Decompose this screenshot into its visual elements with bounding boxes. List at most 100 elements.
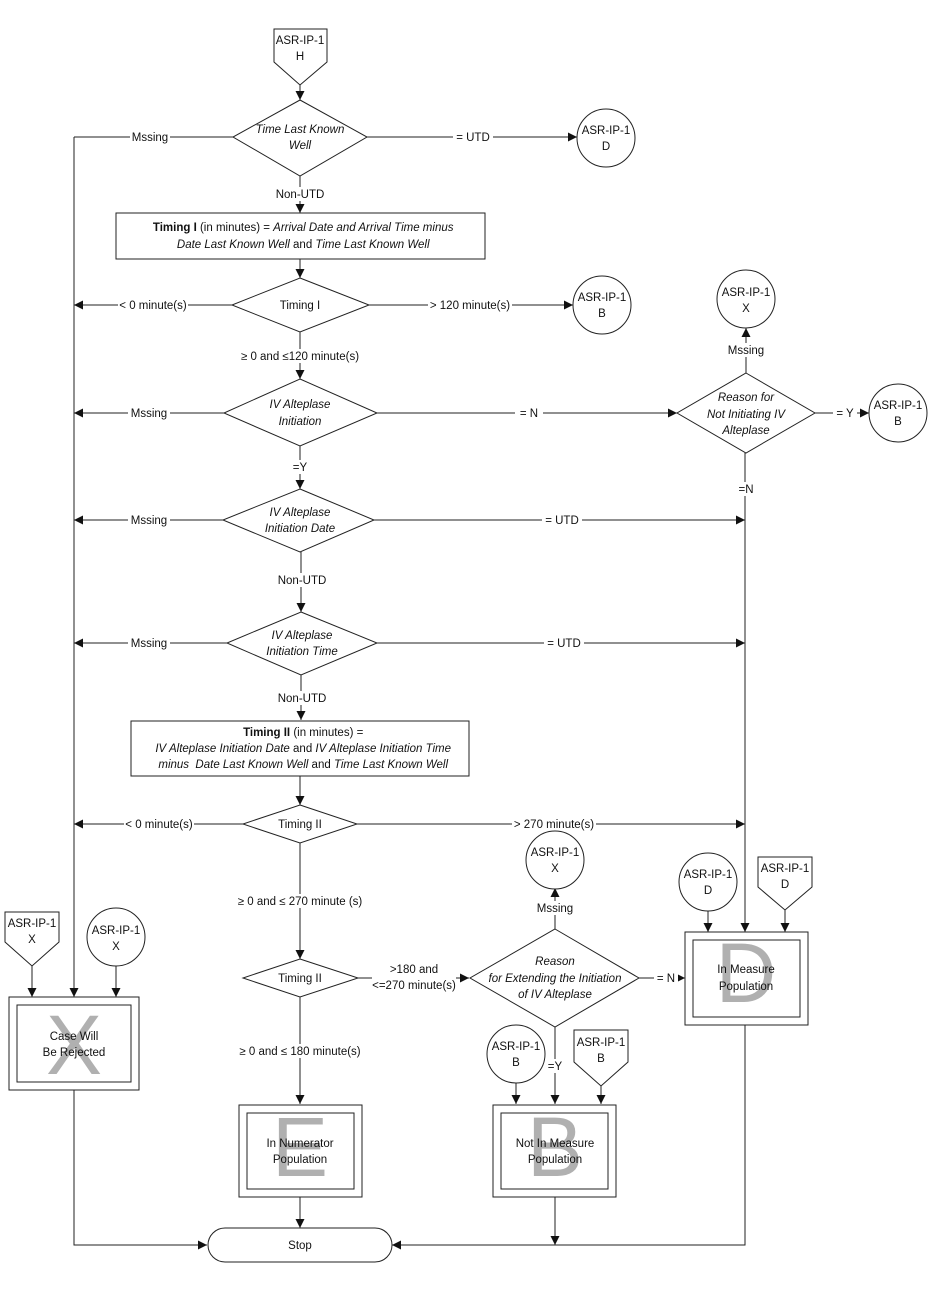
outcome-case-rejected: X Case Will Be Rejected (8, 996, 140, 1092)
edge-label: Mssing (131, 638, 167, 650)
edge-label: = N (520, 408, 538, 420)
svg-text:IV Alteplase Initiation Date a: IV Alteplase Initiation Date and IV Alte… (133, 743, 467, 755)
svg-text:ASR-IP-1: ASR-IP-1 (874, 400, 923, 412)
edge-label: >180 and (390, 964, 438, 976)
decision-timing2-second: Timing II (241, 958, 360, 998)
outcome-not-in-measure: B Not In Measure Population (492, 1100, 617, 1198)
edge-label: Mssing (131, 515, 167, 527)
connector-circle-b-timing1: ASR-IP-1 B (572, 275, 632, 335)
svg-text:In Measure: In Measure (717, 964, 775, 976)
edge-label: > 120 minute(s) (430, 300, 510, 312)
svg-text:In Numerator: In Numerator (266, 1138, 333, 1150)
svg-text:B: B (597, 1053, 605, 1065)
edge-label: Mssing (132, 132, 168, 144)
svg-text:Timing I (in minutes) = Arriva: Timing I (in minutes) = Arrival Date and… (131, 222, 470, 234)
svg-text:Date Last Known Well and Time: Date Last Known Well and Time Last Known… (155, 239, 446, 251)
offpage-connector-start: ASR-IP-1 H (273, 28, 328, 86)
svg-text:Case Will: Case Will (50, 1031, 99, 1043)
edge-label: = UTD (547, 638, 581, 650)
arrow-rejected-stop (73, 1090, 207, 1250)
svg-text:D: D (704, 885, 712, 897)
outcome-in-numerator: E In Numerator Population (238, 1100, 363, 1198)
edge-label: Mssing (728, 345, 764, 357)
svg-text:ASR-IP-1: ASR-IP-1 (722, 287, 771, 299)
decision-iv-alteplase-initiation: IV Alteplase Initiation (222, 378, 379, 447)
svg-text:Not In Measure: Not In Measure (516, 1138, 595, 1150)
svg-text:for Extending the Initiation: for Extending the Initiation (489, 973, 622, 985)
svg-text:Timing II: Timing II (278, 973, 322, 985)
svg-text:X: X (742, 303, 750, 315)
svg-text:Population: Population (273, 1154, 327, 1166)
edge-label: Non-UTD (278, 575, 327, 587)
svg-text:Initiation Time: Initiation Time (266, 646, 337, 658)
svg-text:Population: Population (719, 981, 773, 993)
edge-label: Mssing (537, 903, 573, 915)
svg-text:B: B (512, 1057, 520, 1069)
svg-text:Reason: Reason (535, 956, 575, 968)
svg-text:minus Date Last Known Well an: minus Date Last Known Well and Time Last… (136, 759, 464, 771)
svg-text:ASR-IP-1: ASR-IP-1 (531, 847, 580, 859)
decision-iv-alteplase-initiation-time: IV Alteplase Initiation Time (225, 611, 379, 676)
svg-text:Time Last Known: Time Last Known (256, 124, 345, 136)
svg-text:ASR-IP-1: ASR-IP-1 (761, 863, 810, 875)
edge-label: < 0 minute(s) (125, 819, 193, 831)
decision-time-last-known-well: Time Last Known Well (231, 99, 369, 177)
edge-label: =Y (293, 462, 308, 474)
svg-text:Alteplase: Alteplase (721, 425, 769, 437)
watermark-letter: E (272, 1100, 328, 1194)
edge-label: = UTD (456, 132, 490, 144)
edge-label: ≥ 0 and ≤ 180 minute(s) (239, 1046, 360, 1058)
decision-iv-alteplase-initiation-date: IV Alteplase Initiation Date (221, 488, 376, 553)
svg-text:ASR-IP-1: ASR-IP-1 (8, 918, 57, 930)
decision-reason-not-initiating: Reason for Not Initiating IV Alteplase (676, 372, 816, 454)
edge-label: =N (738, 484, 753, 496)
edge-label: > 270 minute(s) (514, 819, 594, 831)
connector-circle-b-in: ASR-IP-1 B (486, 1024, 546, 1084)
edge-label: Non-UTD (278, 693, 327, 705)
svg-text:X: X (112, 941, 120, 953)
connector-circle-x-extend: ASR-IP-1 X (525, 830, 585, 890)
edge-label: ≥ 0 and ≤120 minute(s) (241, 351, 359, 363)
svg-text:ASR-IP-1: ASR-IP-1 (578, 292, 627, 304)
terminal-stop: Stop (207, 1227, 393, 1263)
svg-text:B: B (598, 308, 606, 320)
watermark-letter: D (716, 926, 777, 1020)
connector-circle-b-reason: ASR-IP-1 B (868, 383, 928, 443)
connector-circle-d-in: ASR-IP-1 D (678, 852, 738, 912)
svg-text:Population: Population (528, 1154, 582, 1166)
offpage-connector-x-in: ASR-IP-1 X (4, 911, 60, 967)
watermark-letter: B (527, 1100, 583, 1194)
svg-text:ASR-IP-1: ASR-IP-1 (582, 125, 631, 137)
edge-label: ≥ 0 and ≤ 270 minute (s) (238, 896, 363, 908)
decision-timing1: Timing I (230, 277, 371, 333)
svg-text:X: X (28, 934, 36, 946)
svg-text:Well: Well (289, 140, 312, 152)
connector-circle-x-in: ASR-IP-1 X (86, 907, 146, 967)
svg-text:Timing II: Timing II (278, 819, 322, 831)
svg-text:Reason for: Reason for (718, 392, 775, 404)
svg-text:B: B (894, 416, 902, 428)
svg-text:D: D (781, 879, 789, 891)
svg-text:ASR-IP-1: ASR-IP-1 (276, 35, 325, 47)
svg-text:X: X (551, 863, 559, 875)
process-timing2-calculation: Timing II (in minutes) = IV Alteplase In… (130, 720, 470, 777)
decision-timing2-first: Timing II (241, 804, 359, 844)
svg-text:D: D (602, 141, 610, 153)
svg-text:ASR-IP-1: ASR-IP-1 (577, 1037, 626, 1049)
svg-text:ASR-IP-1: ASR-IP-1 (92, 925, 141, 937)
process-bold: Timing I (153, 222, 197, 234)
offpage-connector-b-in: ASR-IP-1 B (573, 1029, 629, 1087)
svg-text:Initiation Date: Initiation Date (265, 523, 335, 535)
edge-label: < 0 minute(s) (119, 300, 187, 312)
svg-text:Stop: Stop (288, 1240, 312, 1252)
decision-reason-extending: Reason for Extending the Initiation of I… (468, 928, 640, 1028)
svg-text:Initiation: Initiation (279, 416, 322, 428)
watermark-letter: X (46, 998, 102, 1092)
edge-label: = UTD (545, 515, 579, 527)
svg-text:IV Alteplase: IV Alteplase (272, 630, 333, 642)
process-timing1-calculation: Timing I (in minutes) = Arrival Date and… (115, 212, 486, 260)
offpage-connector-d-in: ASR-IP-1 D (757, 856, 813, 911)
edge-label: = N (657, 973, 675, 985)
svg-text:IV Alteplase: IV Alteplase (270, 399, 331, 411)
